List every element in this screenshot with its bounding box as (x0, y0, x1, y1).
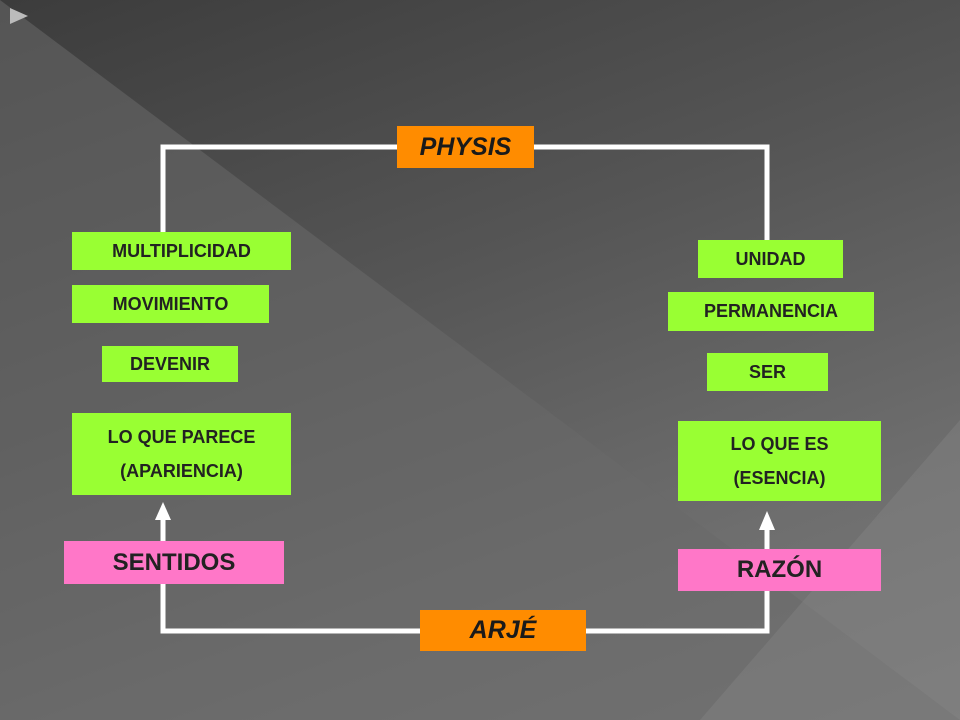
up-arrow-icon (155, 502, 171, 520)
ser-box: SER (707, 353, 828, 391)
unidad-box: UNIDAD (698, 240, 843, 278)
multiplicidad-box: MULTIPLICIDAD (72, 232, 291, 270)
apariencia-line-1: LO QUE PARECE (107, 426, 256, 447)
ser-label: SER (748, 361, 786, 382)
movimiento-label: MOVIMIENTO (112, 293, 229, 314)
arje-label: ARJÉ (469, 616, 537, 644)
esencia-line-2: (ESENCIA) (733, 468, 826, 488)
top-left-connector (160, 144, 397, 232)
sentidos-label: SENTIDOS (112, 548, 236, 576)
bottom-right-connector (586, 591, 770, 634)
cycle-lines (160, 144, 770, 634)
permanencia-label: PERMANENCIA (703, 301, 838, 321)
esencia-line-1: LO QUE ES (730, 433, 829, 454)
apariencia-box: LO QUE PARECE (APARIENCIA) (72, 413, 291, 495)
razon-label: RAZÓN (736, 556, 823, 583)
bottom-left-connector (160, 584, 420, 634)
permanencia-box: PERMANENCIA (668, 292, 874, 331)
unidad-label: UNIDAD (735, 248, 806, 269)
arje-box: ARJÉ (420, 610, 586, 651)
devenir-label: DEVENIR (129, 353, 210, 374)
devenir-box: DEVENIR (102, 346, 238, 382)
physis-label: PHYSIS (419, 132, 512, 161)
corner-triangle-icon (10, 8, 28, 24)
movimiento-box: MOVIMIENTO (72, 285, 269, 323)
physis-box: PHYSIS (397, 126, 534, 168)
sentidos-box: SENTIDOS (64, 541, 284, 584)
top-right-connector (534, 144, 770, 240)
up-arrow-icon (759, 511, 775, 530)
razon-box: RAZÓN (678, 549, 881, 591)
multiplicidad-label: MULTIPLICIDAD (112, 240, 251, 261)
apariencia-line-2: (APARIENCIA) (120, 461, 243, 481)
esencia-box: LO QUE ES (ESENCIA) (678, 421, 881, 501)
